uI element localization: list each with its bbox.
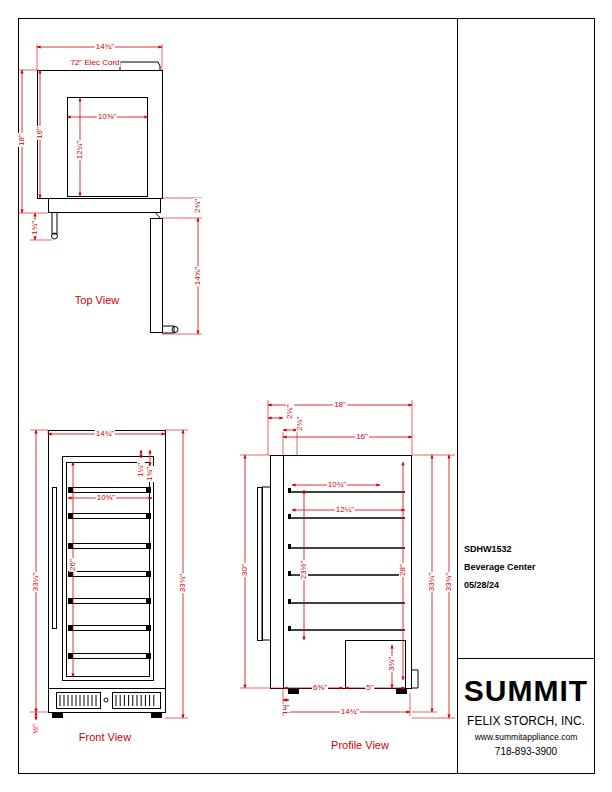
dimension-label: 2¾": [194, 198, 202, 214]
dimension-label: ½": [32, 723, 40, 735]
title-block-text: SDHW1532: [463, 545, 513, 554]
dimension-label: 18": [18, 133, 26, 147]
dimension-label: 3¾": [388, 656, 396, 672]
dimension-label: 10¾": [327, 481, 347, 489]
dimension-label: 16": [355, 433, 369, 441]
dimension-label: 14¾": [95, 430, 115, 438]
dimension-label: 2⅛": [286, 404, 294, 420]
top-view-drawing: [38, 62, 179, 333]
company-info: FELIX STORCH, INC.: [467, 715, 585, 729]
dimension-label: 1¼": [137, 462, 145, 478]
dimension-label: 23½": [300, 560, 308, 580]
dimension-label: 33¼": [32, 572, 40, 592]
shelf: [69, 488, 151, 493]
wine-shelves: [68, 487, 151, 659]
dimension-label: 28": [399, 563, 407, 577]
shelf: [69, 572, 151, 577]
shelf: [69, 514, 151, 519]
dimension-line: [36, 712, 37, 720]
dimension-lines: [22, 47, 449, 720]
brand-logo: SUMMIT: [464, 674, 588, 709]
dimension-label: 14¾": [340, 708, 360, 716]
dimension-label: 3": [281, 704, 290, 712]
title-block-text: 05/28/24: [463, 581, 500, 590]
dimension-label: 6⅝": [312, 684, 328, 692]
profile-view-drawing: [258, 456, 419, 694]
vent-grille: [60, 695, 154, 706]
sheet-frame: [19, 19, 595, 774]
dimension-line: [345, 688, 405, 689]
dimension-line: [283, 437, 412, 438]
dimension-label: 10⅝": [97, 113, 117, 121]
dimension-label: 1¾": [146, 466, 154, 482]
dimension-label: 33¾": [179, 573, 187, 593]
dimension-label: 14⅝": [194, 266, 202, 286]
dimension-label: 10⅝": [96, 494, 116, 502]
dimension-label: 12¼": [76, 140, 84, 160]
company-info: 718-893-3900: [495, 746, 557, 758]
view-title: Profile View: [330, 740, 390, 751]
dimension-label: 12¼": [335, 506, 355, 514]
dimension-line: [150, 450, 151, 466]
dimension-line: [141, 450, 142, 458]
dimension-line: [268, 418, 283, 419]
dimension-label: 2¾": [296, 416, 304, 432]
dimension-label: 5": [365, 684, 374, 692]
shelf: [69, 654, 151, 659]
title-block-text: Beverage Center: [463, 563, 537, 572]
title-block: SUMMIT FELIX STORCH, INC. www.summitapplia…: [459, 660, 593, 772]
dimension-line: [283, 430, 297, 431]
dimension-label: 16": [36, 126, 44, 140]
front-view-drawing: [49, 431, 166, 718]
dimension-label: 72" Elec Cord: [69, 59, 120, 67]
view-title: Front View: [78, 732, 132, 743]
view-title: Top View: [74, 295, 120, 306]
company-info: www.summitappliance.com: [475, 733, 578, 743]
shelf: [69, 544, 151, 549]
dimension-label: 33¾": [445, 572, 453, 592]
dimension-label: 33¼": [428, 572, 436, 592]
wine-shelves: [288, 488, 405, 631]
dimension-label: 30": [241, 563, 249, 577]
shelf: [69, 626, 151, 631]
dimension-label: 18": [333, 401, 347, 409]
dimension-label: 14¾": [95, 43, 115, 51]
dimension-label: 1¾": [31, 220, 39, 236]
shelf: [69, 599, 151, 604]
dimension-label: 26": [69, 558, 77, 572]
dimension-line: [283, 700, 289, 701]
extension-lines: [18, 44, 455, 718]
